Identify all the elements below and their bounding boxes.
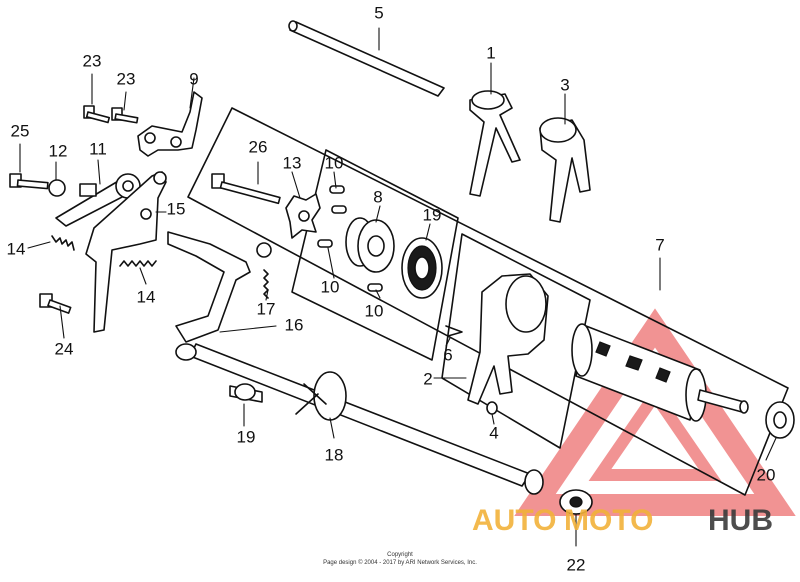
callout-5: 5 [374,3,383,22]
drum-center-8 [345,217,395,273]
callout-16: 16 [285,315,304,334]
drum-group-frame [187,107,789,496]
nut-12 [48,179,66,197]
callout-22: 22 [567,555,586,574]
fork-frame [441,233,591,449]
callout-labels: 5 1 3 9 23 23 25 12 11 26 13 10 8 19 15 … [7,3,776,574]
shift-fork-shaft [288,20,445,97]
callout-4: 4 [489,423,498,442]
bearing-20 [401,237,443,299]
watermark-hub: HUB [708,504,773,537]
watermark-wordmark: AUTO MOTO HUB [472,504,773,537]
plate-15 [85,171,167,333]
clip-6 [445,325,463,337]
bolt-24 [39,293,72,314]
callout-10c: 10 [365,301,384,320]
callout-10b: 10 [321,277,340,296]
callout-15: 15 [167,199,186,218]
callout-23b: 23 [117,69,136,88]
callout-26: 26 [249,137,268,156]
gearshift-spindle [175,343,544,495]
callout-18: 18 [325,445,344,464]
callout-23a: 23 [83,51,102,70]
callout-25: 25 [11,121,30,140]
watermark-auto: AUTO [472,504,556,537]
stopper-arm-11 [55,173,141,227]
callout-24: 24 [55,339,74,358]
leader-lines [19,73,777,547]
callout-9: 9 [189,69,198,88]
callout-17: 17 [257,299,276,318]
shift-arm-16 [167,231,272,343]
washer-22 [559,489,593,515]
watermark-logo [514,308,796,516]
shift-drum-7 [571,323,749,422]
callout-8: 8 [373,187,382,206]
shift-fork-3 [539,117,591,223]
shift-fork-1 [469,90,521,197]
callout-7: 7 [655,235,664,254]
copyright-line-1: Copyright [387,552,413,558]
spring-14b [119,260,157,267]
star-cam-13 [285,193,321,239]
callout-3: 3 [560,75,569,94]
callout-20: 19 [423,205,442,224]
callout-19: 19 [237,427,256,446]
callout-1: 1 [486,43,495,62]
oil-seal-21 [765,401,795,439]
pins-10 [317,185,383,292]
callout-14a: 14 [7,239,26,258]
spring-17 [263,269,269,299]
callout-12: 12 [49,141,68,160]
pin-4 [486,401,498,415]
guide-plate [137,91,203,157]
bolt-25 [9,173,49,190]
watermark-moto: MOTO [564,504,653,537]
callout-2: 2 [423,369,432,388]
pin-19 [229,383,263,403]
callout-21: 20 [757,465,776,484]
callout-10a: 10 [325,153,344,172]
callout-13: 13 [283,153,302,172]
bolt-23b [111,107,139,124]
callout-11: 11 [89,139,107,158]
copyright-line-2: Page design © 2004 - 2017 by ARI Network… [323,559,477,566]
callout-14b: 14 [137,287,156,306]
bolt-23a [83,105,111,124]
bolt-26 [211,173,281,205]
shift-fork-2 [467,273,549,405]
spring-14a [51,235,75,251]
callout-6: 6 [443,345,452,364]
